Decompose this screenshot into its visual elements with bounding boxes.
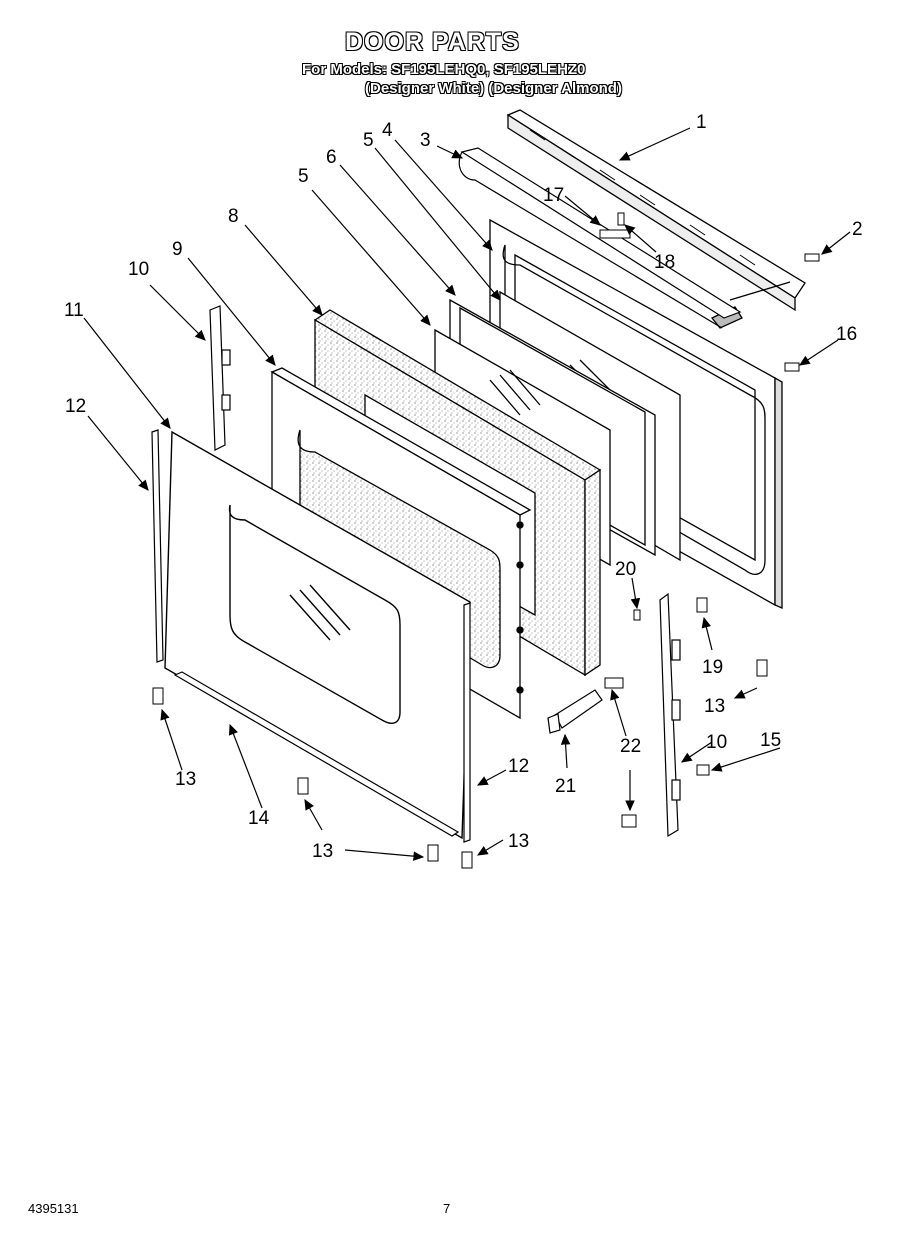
callout-13a: 13 [175, 769, 196, 790]
callout-13d: 13 [704, 696, 725, 717]
part-15-clip [696, 764, 710, 776]
document-number: 4395131 [28, 1201, 79, 1216]
page-title: DOOR PARTS [345, 28, 520, 56]
callout-10-right: 10 [706, 732, 727, 753]
callout-20: 20 [615, 559, 636, 580]
part-21-hinge-bracket [547, 689, 603, 734]
part-13-screw-c [297, 777, 309, 795]
callout-8: 8 [228, 206, 239, 227]
part-2-screw [804, 253, 820, 262]
part-11-outer-door-panel [164, 430, 471, 840]
hardware-screws [152, 212, 820, 869]
callout-1: 1 [696, 112, 707, 133]
callout-13b: 13 [312, 841, 333, 862]
callout-17: 17 [543, 185, 564, 206]
callout-11: 11 [64, 300, 84, 321]
colors-line: (Designer White) (Designer Almond) [365, 80, 622, 97]
part-20-screw [633, 609, 641, 621]
callout-16: 16 [836, 324, 857, 345]
callout-14: 14 [248, 808, 270, 829]
part-22-bolt [621, 814, 637, 828]
part-14-bottom-trim [173, 671, 460, 837]
callout-3: 3 [420, 130, 431, 151]
part-13-screw-e [461, 851, 473, 869]
part-19-clip [696, 597, 708, 613]
callout-9: 9 [172, 239, 183, 260]
part-13-screw-d [427, 844, 439, 862]
part-17-clip [599, 229, 631, 239]
part-12-side-trim-left [151, 429, 164, 663]
part-18-screw [617, 212, 625, 226]
part-16-screw [784, 362, 800, 372]
part-10-right-channel [659, 592, 681, 838]
callout-22: 22 [620, 736, 641, 757]
callout-12-right: 12 [508, 756, 529, 777]
callout-18: 18 [654, 252, 675, 273]
callout-5a: 5 [363, 130, 374, 151]
leader-lines [83, 127, 851, 861]
callout-21: 21 [555, 776, 576, 797]
callout-labels: 1 2 3 4 5 5 6 8 9 10 10 11 12 12 13 13 1… [64, 112, 863, 862]
callout-13c: 13 [508, 831, 529, 852]
part-12-side-trim-right [463, 602, 471, 843]
part-13-screw-a [756, 659, 768, 677]
callout-6: 6 [326, 147, 337, 168]
callout-4: 4 [382, 120, 393, 141]
callout-19: 19 [702, 657, 723, 678]
callout-12-left: 12 [65, 396, 86, 417]
callout-10-left: 10 [128, 259, 149, 280]
part-13-screw-b [152, 687, 164, 705]
callout-15: 15 [760, 730, 781, 751]
part-22-screw [604, 677, 624, 689]
callout-2: 2 [852, 219, 863, 240]
models-line: For Models: SF195LEHQ0, SF195LEHZ0 [302, 61, 586, 78]
part-10-left-channel [209, 305, 231, 451]
callout-5b: 5 [298, 166, 309, 187]
page-number: 7 [443, 1201, 451, 1216]
